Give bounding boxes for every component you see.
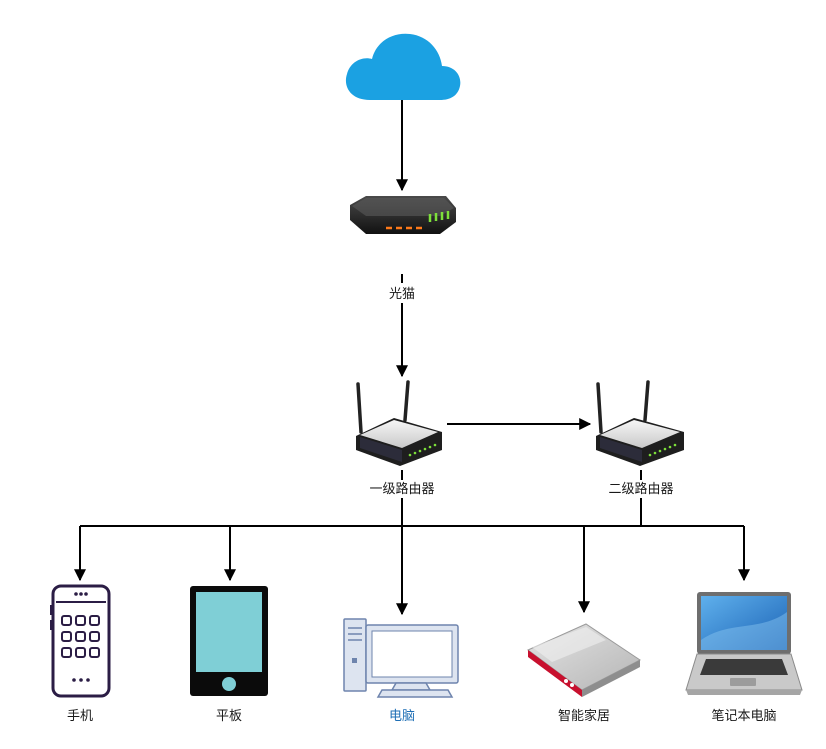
- modem-icon: [350, 196, 456, 234]
- edges: [74, 100, 750, 616]
- laptop-icon: [685, 592, 803, 695]
- cloud-icon: [345, 33, 461, 101]
- smarthome-node[interactable]: 智能家居: [527, 623, 641, 724]
- modem-node[interactable]: 光猫: [350, 196, 456, 302]
- tablet-icon: [190, 586, 268, 696]
- router2-node[interactable]: 二级路由器: [596, 380, 684, 497]
- phone-node[interactable]: 手机: [50, 584, 111, 724]
- tablet-label: 平板: [216, 709, 242, 724]
- phone-icon: [50, 584, 111, 698]
- router1-node[interactable]: 一级路由器: [356, 380, 442, 497]
- phone-label: 手机: [67, 709, 93, 724]
- router1-label: 一级路由器: [369, 481, 434, 497]
- desktop-computer-icon: [343, 618, 459, 698]
- edge-router1-bus: [80, 470, 403, 527]
- pc-label: 电脑: [389, 709, 415, 724]
- laptop-node[interactable]: 笔记本电脑: [685, 592, 803, 724]
- laptop-label: 笔记本电脑: [711, 708, 776, 724]
- pc-node[interactable]: 电脑: [343, 618, 459, 724]
- router-icon: [356, 380, 442, 466]
- tablet-node[interactable]: 平板: [190, 586, 268, 724]
- router2-label: 二级路由器: [608, 481, 673, 497]
- modem-label: 光猫: [389, 287, 415, 302]
- router-icon: [596, 380, 684, 466]
- cloud-node[interactable]: [345, 33, 461, 101]
- smarthome-label: 智能家居: [558, 708, 610, 724]
- smart-home-hub-icon: [527, 623, 641, 697]
